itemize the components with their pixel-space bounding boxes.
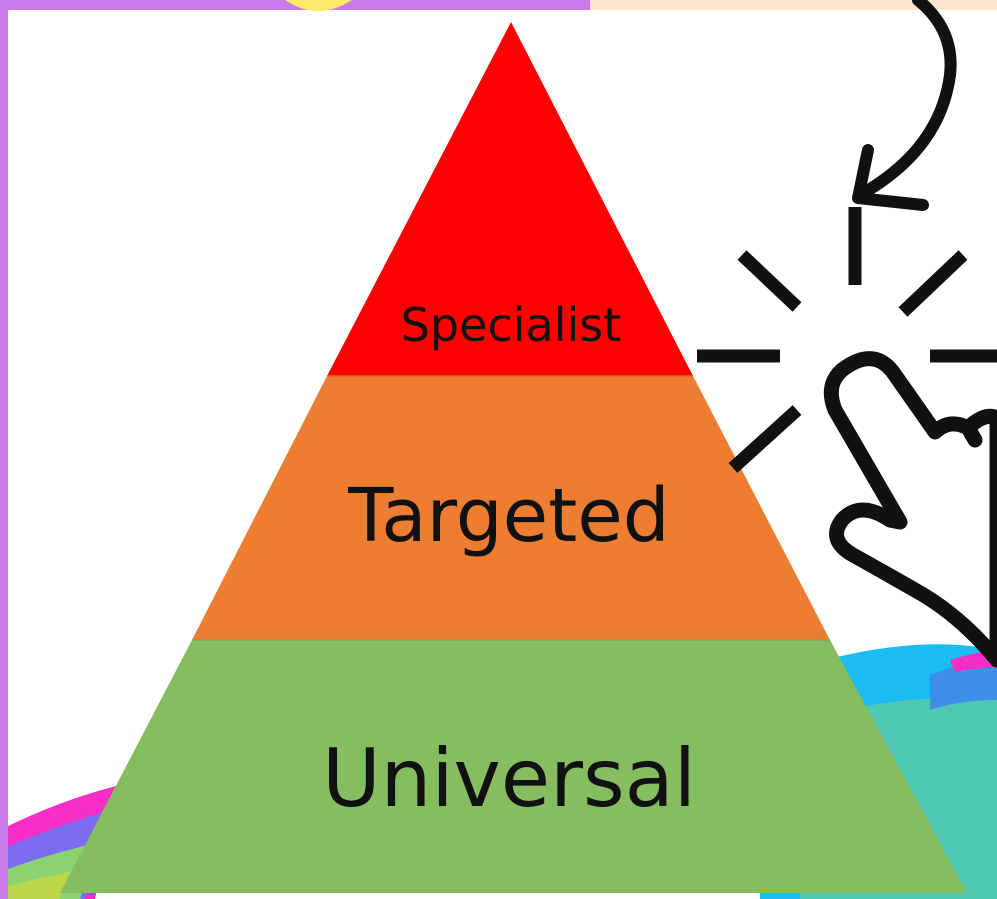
tier-label-universal: Universal: [322, 732, 696, 825]
pointing-hand-icon: [823, 351, 997, 668]
curved-arrow-icon: [852, 0, 957, 211]
tier-targeted: [192, 376, 830, 640]
tier-label-specialist: Specialist: [401, 298, 622, 352]
tier-label-targeted: Targeted: [347, 473, 669, 559]
tier-specialist: [327, 22, 693, 376]
top-right-band: [590, 0, 997, 10]
click-burst-icon: [697, 207, 997, 473]
pyramid: Specialist Targeted Universal: [60, 22, 967, 893]
frame-left: [0, 0, 8, 899]
tier-universal: [60, 640, 967, 893]
